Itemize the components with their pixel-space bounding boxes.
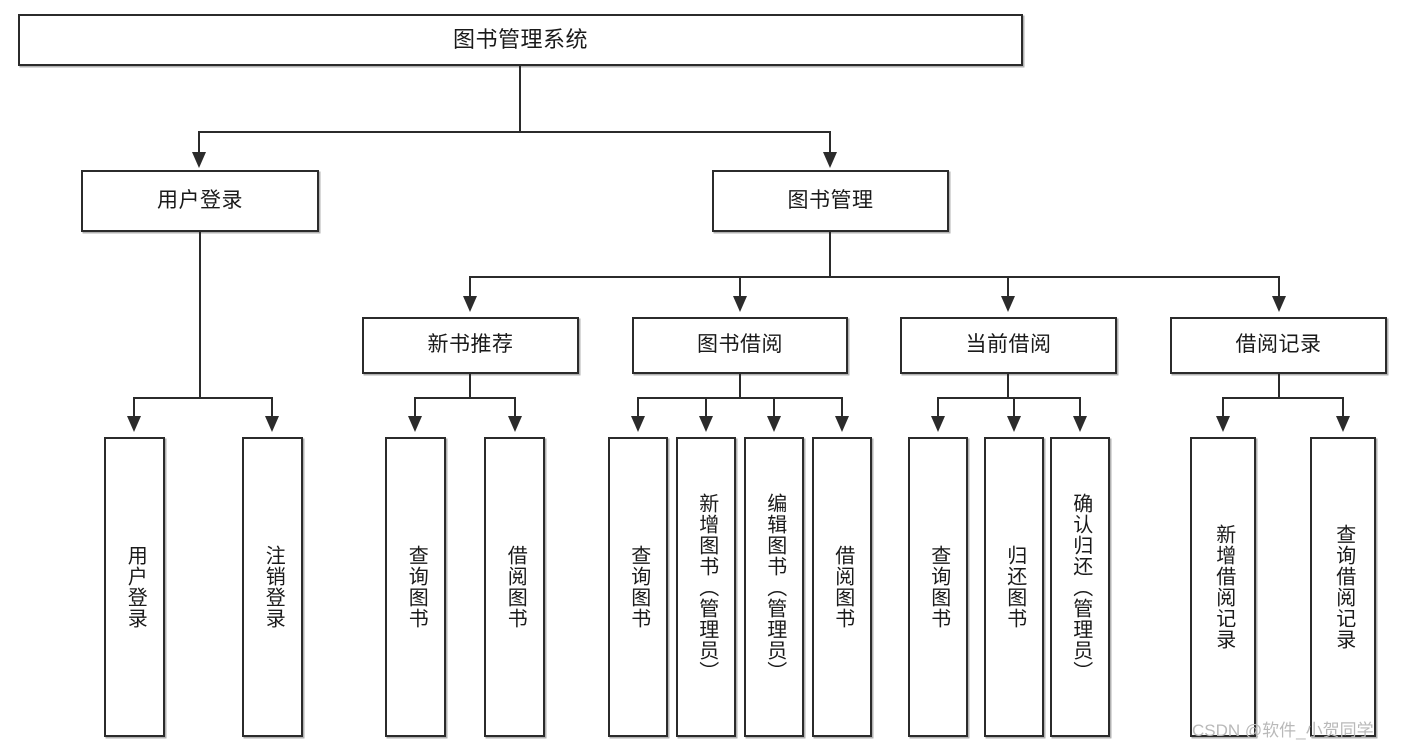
connector-borrowing-bus: [637, 397, 843, 399]
arrow-to-new-book-recommendation: [463, 296, 477, 312]
arrow-to-book-borrowing: [733, 296, 747, 312]
arrow-to-leaf-user-login: [127, 416, 141, 432]
node-label: 当前借阅: [965, 333, 1052, 357]
node-label: 编辑图书（管理员）: [763, 492, 786, 682]
node-label: 新书推荐: [427, 333, 514, 357]
connector-root-drop-user-login: [198, 131, 200, 155]
node-current-borrowing[interactable]: 当前借阅: [900, 317, 1117, 374]
connector-rec2-drop-1: [1222, 397, 1224, 419]
node-label: 确认归还（管理员）: [1069, 492, 1092, 682]
connector-bm-drop-3: [1007, 276, 1009, 299]
arrow-to-book-management: [823, 152, 837, 168]
connector-bm-drop-1: [469, 276, 471, 299]
node-root-book-management-system[interactable]: 图书管理系统: [18, 14, 1023, 66]
connector-root-drop-book-management: [829, 131, 831, 155]
node-label: 用户登录: [157, 188, 243, 212]
leaf-return-books[interactable]: 归还图书: [984, 437, 1044, 737]
connector-cur-drop-2: [1013, 397, 1015, 419]
node-label: 借阅图书: [504, 545, 527, 629]
node-book-management[interactable]: 图书管理: [712, 170, 949, 232]
leaf-add-borrow-record[interactable]: 新增借阅记录: [1190, 437, 1256, 737]
connector-current-bus: [937, 397, 1081, 399]
node-label: 借阅图书: [831, 545, 854, 629]
node-label: 查询图书: [927, 545, 950, 629]
leaf-add-book-admin[interactable]: 新增图书（管理员）: [676, 437, 736, 737]
leaf-query-borrow-record[interactable]: 查询借阅记录: [1310, 437, 1376, 737]
leaf-logout[interactable]: 注销登录: [242, 437, 303, 737]
connector-current-stem: [1007, 374, 1009, 398]
connector-borrowing-stem: [739, 374, 741, 398]
connector-rec-drop-2: [514, 397, 516, 419]
node-label: 新增图书（管理员）: [695, 492, 718, 682]
node-label: 归还图书: [1003, 545, 1026, 629]
leaf-edit-book-admin[interactable]: 编辑图书（管理员）: [744, 437, 804, 737]
connector-records-bus: [1222, 397, 1344, 399]
node-label: 查询借阅记录: [1332, 524, 1355, 650]
connector-bm-drop-2: [739, 276, 741, 299]
arrow-to-leaf-query-books-borrowing: [631, 416, 645, 432]
watermark-text: CSDN @软件_小贺同学: [1192, 721, 1374, 740]
arrow-to-leaf-borrow-books-borrowing: [835, 416, 849, 432]
connector-rec2-drop-2: [1342, 397, 1344, 419]
connector-user-login-stem: [199, 232, 201, 398]
leaf-query-books-borrowing[interactable]: 查询图书: [608, 437, 668, 737]
connector-book-management-bus: [470, 276, 1279, 278]
node-label: 查询图书: [627, 545, 650, 629]
connector-book-management-stem: [829, 232, 831, 277]
connector-rec-drop-1: [414, 397, 416, 419]
connector-user-login-drop-2: [271, 397, 273, 419]
arrow-to-leaf-borrow-books-recommendation: [508, 416, 522, 432]
connector-root-bus: [199, 131, 831, 133]
node-label: 用户登录: [124, 545, 147, 629]
leaf-confirm-return-admin[interactable]: 确认归还（管理员）: [1050, 437, 1110, 737]
node-label: 图书管理系统: [452, 27, 588, 53]
connector-cur-drop-3: [1079, 397, 1081, 419]
arrow-to-leaf-return-books: [1007, 416, 1021, 432]
connector-br-drop-3: [773, 397, 775, 419]
connector-recommendation-stem: [469, 374, 471, 398]
connector-user-login-drop-1: [133, 397, 135, 419]
arrow-to-leaf-confirm-return-admin: [1073, 416, 1087, 432]
connector-bm-drop-4: [1278, 276, 1280, 299]
connector-br-drop-4: [841, 397, 843, 419]
arrow-to-borrow-records: [1272, 296, 1286, 312]
connector-recommendation-bus: [415, 397, 515, 399]
arrow-to-leaf-add-borrow-record: [1216, 416, 1230, 432]
leaf-borrow-books-recommendation[interactable]: 借阅图书: [484, 437, 545, 737]
node-user-login[interactable]: 用户登录: [81, 170, 319, 232]
leaf-user-login[interactable]: 用户登录: [104, 437, 165, 737]
connector-br-drop-2: [705, 397, 707, 419]
node-book-borrowing[interactable]: 图书借阅: [632, 317, 848, 374]
arrow-to-leaf-edit-book-admin: [767, 416, 781, 432]
connector-records-stem: [1278, 374, 1280, 398]
node-borrow-records[interactable]: 借阅记录: [1170, 317, 1387, 374]
connector-cur-drop-1: [937, 397, 939, 419]
arrow-to-leaf-query-books-recommendation: [408, 416, 422, 432]
arrow-to-leaf-query-books-current: [931, 416, 945, 432]
arrow-to-leaf-add-book-admin: [699, 416, 713, 432]
arrow-to-current-borrowing: [1001, 296, 1015, 312]
node-label: 查询图书: [405, 545, 428, 629]
arrow-to-leaf-query-borrow-record: [1336, 416, 1350, 432]
node-label: 新增借阅记录: [1212, 524, 1235, 650]
leaf-query-books-current[interactable]: 查询图书: [908, 437, 968, 737]
node-label: 注销登录: [262, 545, 285, 629]
node-label: 借阅记录: [1235, 333, 1322, 357]
arrow-to-leaf-logout: [265, 416, 279, 432]
leaf-query-books-recommendation[interactable]: 查询图书: [385, 437, 446, 737]
node-label: 图书借阅: [697, 333, 783, 357]
arrow-to-user-login: [192, 152, 206, 168]
connector-root-stem: [519, 66, 521, 132]
connector-br-drop-1: [637, 397, 639, 419]
connector-user-login-bus: [134, 397, 272, 399]
node-new-book-recommendation[interactable]: 新书推荐: [362, 317, 579, 374]
node-label: 图书管理: [787, 188, 874, 212]
leaf-borrow-books-borrowing[interactable]: 借阅图书: [812, 437, 872, 737]
